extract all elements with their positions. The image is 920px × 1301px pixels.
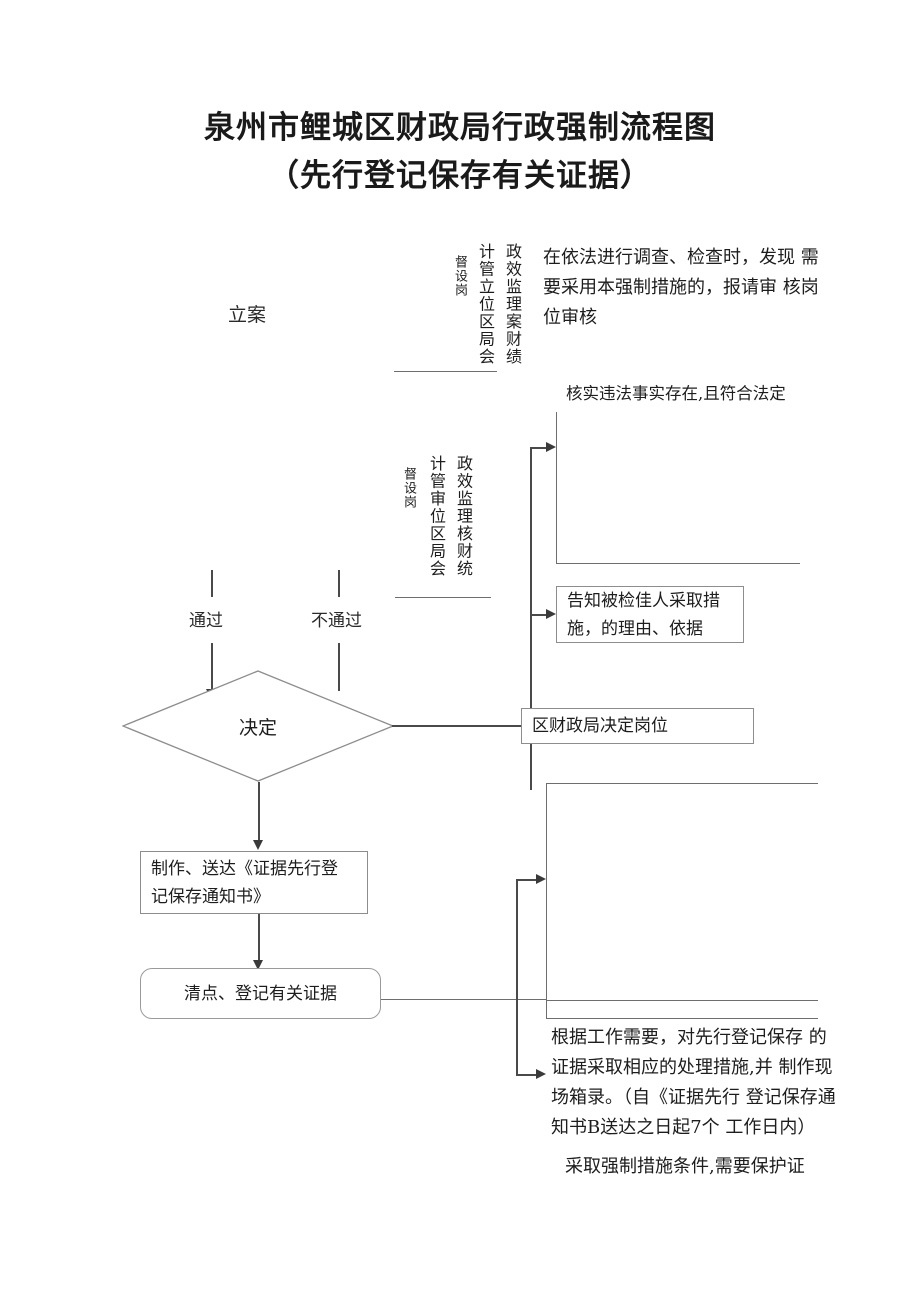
bracket-branch-lower — [516, 1074, 538, 1076]
node-case-filing: 立案 — [228, 304, 267, 326]
bottom-box-top-rail — [546, 783, 818, 785]
annotation-bottom-note: 根据工作需要，对先行登记保存 的证据采取相应的处理措施,并 制作现场箱录。（自《… — [551, 1027, 836, 1138]
bracket-branch-upper — [516, 879, 538, 881]
node-make-deliver-label: 制作、送达《证据先行登 记保存通知书》 — [151, 858, 338, 907]
node-decision-diamond: 决定 — [121, 670, 395, 782]
arrow-right-upper-icon — [546, 442, 556, 452]
connector-decision-to-make — [258, 782, 260, 844]
node-decision-label: 决定 — [238, 717, 277, 739]
vertical-col-2-left: 督设岗 — [401, 467, 416, 509]
vertical-col-1-right: 政效监理案财绩 — [503, 243, 522, 366]
vertical-block-2-underline — [395, 597, 491, 599]
connector-make-to-inventory — [258, 914, 260, 963]
connector-spine-vertical — [530, 448, 532, 790]
connector-fail-lower — [338, 643, 340, 691]
vertical-block-1-underline — [394, 371, 497, 373]
verify-box-left-rail — [556, 412, 558, 564]
node-make-deliver-box: 制作、送达《证据先行登 记保存通知书》 — [140, 851, 368, 914]
decision-diamond-shape — [121, 670, 395, 782]
connector-pass-lower — [211, 643, 213, 693]
label-pass: 通过 — [189, 611, 223, 631]
connector-inventory-to-split — [381, 999, 547, 1001]
connector-fail-upper — [338, 570, 340, 597]
page-title: 泉州市鲤城区财政局行政强制流程图 （先行登记保存有关证据） — [0, 104, 920, 200]
annotation-top-right-note: 在依法进行调查、检查时，发现 需要采用本强制措施的，报请审 核岗位审核 — [543, 247, 819, 328]
node-decision-post-label: 区财政局决定岗位 — [532, 716, 668, 736]
title-line-1: 泉州市鲤城区财政局行政强制流程图 — [204, 110, 716, 146]
connector-pass-upper — [211, 570, 213, 597]
verify-box-bottom-rail — [556, 563, 800, 565]
arrow-down-make-icon — [253, 840, 263, 850]
connector-branch-inform — [530, 614, 548, 616]
connector-diamond-to-decision-post — [392, 725, 522, 727]
bottom-box-mid-rail — [546, 1000, 818, 1002]
title-line-2: （先行登记保存有关证据） — [268, 158, 652, 194]
vertical-col-1-mid: 计管立位区局会 — [476, 243, 495, 366]
node-inventory-label: 清点、登记有关证据 — [184, 983, 337, 1004]
node-inventory-box: 清点、登记有关证据 — [140, 968, 381, 1019]
label-fail: 不通过 — [311, 611, 362, 631]
arrow-right-lower-bracket-icon — [536, 1069, 546, 1079]
bottom-box-section2-rail — [546, 1018, 818, 1020]
annotation-bottom-note-tail: 采取强制措施条件,需要保护证 — [565, 1156, 805, 1177]
bottom-box-left-rail — [546, 783, 548, 1018]
arrow-right-inform-icon — [546, 609, 556, 619]
node-inform-box-label: 告知被检佳人采取措 施，的理由、依据 — [567, 590, 720, 639]
vertical-col-2-mid: 计管审位区局会 — [427, 455, 446, 578]
arrow-right-upper-bracket-icon — [536, 874, 546, 884]
vertical-col-1-left: 督设岗 — [452, 255, 467, 297]
connector-branch-upper — [530, 447, 548, 449]
node-inform-box: 告知被检佳人采取措 施，的理由、依据 — [556, 586, 744, 643]
bracket-split-vertical — [516, 880, 518, 1075]
vertical-col-2-right: 政效监理核财统 — [454, 455, 473, 578]
arrow-down-inventory-icon — [253, 960, 263, 970]
node-decision-post-box: 区财政局决定岗位 — [521, 708, 754, 744]
annotation-verify-note: 核实违法事实存在,且符合法定 — [566, 384, 786, 403]
